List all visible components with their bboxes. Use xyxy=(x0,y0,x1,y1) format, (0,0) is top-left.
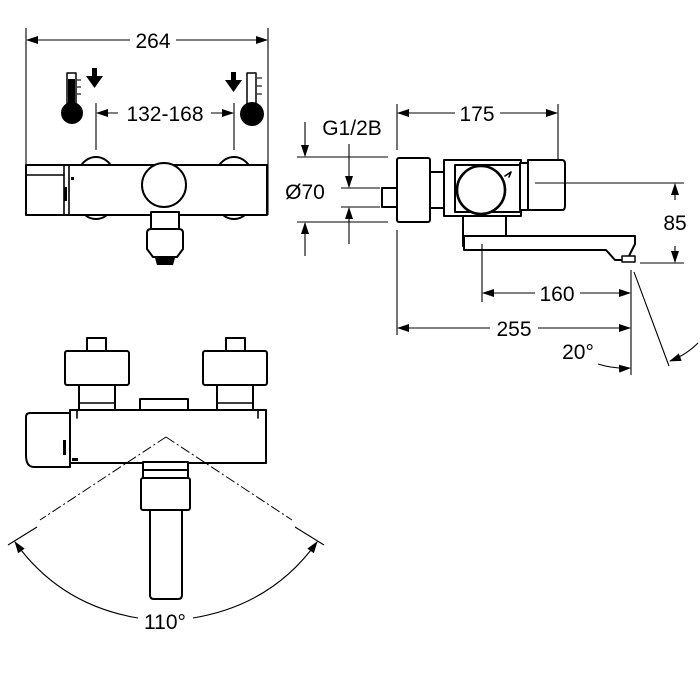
wall-stub xyxy=(381,187,398,208)
diverter-knob xyxy=(455,164,507,216)
valve-neck xyxy=(78,384,116,411)
angle-arc xyxy=(14,541,139,619)
thermometer-cold-icon xyxy=(61,72,83,124)
spout-nut xyxy=(140,477,191,511)
spout-reach-label: 160 xyxy=(539,283,574,306)
spout xyxy=(463,235,636,261)
spout-swivel-label: 20° xyxy=(562,341,594,364)
angle-arc xyxy=(669,342,699,362)
inlet-spacing-label: 132-168 xyxy=(126,103,203,126)
angle-arc xyxy=(192,541,318,619)
swivel-angle-label: 110° xyxy=(144,611,186,634)
swivel-centerline xyxy=(165,436,293,521)
front-view: 264 132-168 xyxy=(25,28,269,265)
valve-cap xyxy=(202,350,268,386)
outlet-nut xyxy=(146,228,184,258)
valve-stem xyxy=(86,337,107,352)
depth-dimension-label: 175 xyxy=(459,103,494,126)
total-reach-label: 255 xyxy=(496,318,531,341)
width-dimension-label: 264 xyxy=(135,30,170,53)
thread-size-label: G1/2B xyxy=(322,117,382,140)
arrow-down-icon xyxy=(225,72,242,92)
mixer-body-top xyxy=(69,409,267,464)
diameter-label: Ø70 xyxy=(285,181,325,204)
spout-top xyxy=(149,509,183,600)
handle-cap xyxy=(527,159,566,211)
arrow-down-icon xyxy=(86,68,103,88)
diverter-knob xyxy=(141,162,187,208)
extension-line xyxy=(294,526,325,546)
thermometer-hot-icon xyxy=(240,72,264,126)
valve-neck xyxy=(216,384,254,411)
angle-line xyxy=(633,271,670,367)
side-view: 175 G1/2B Ø70 85 xyxy=(285,103,699,375)
wall-flange xyxy=(396,157,431,223)
extension-line xyxy=(7,526,38,546)
swivel-centerline xyxy=(39,436,167,521)
thermostat-handle xyxy=(25,412,71,468)
top-view: 110° xyxy=(7,337,325,634)
valve-cap xyxy=(64,350,130,386)
angle-arc xyxy=(597,363,631,373)
spout-height-label: 85 xyxy=(663,212,686,235)
valve-stem xyxy=(225,337,246,352)
